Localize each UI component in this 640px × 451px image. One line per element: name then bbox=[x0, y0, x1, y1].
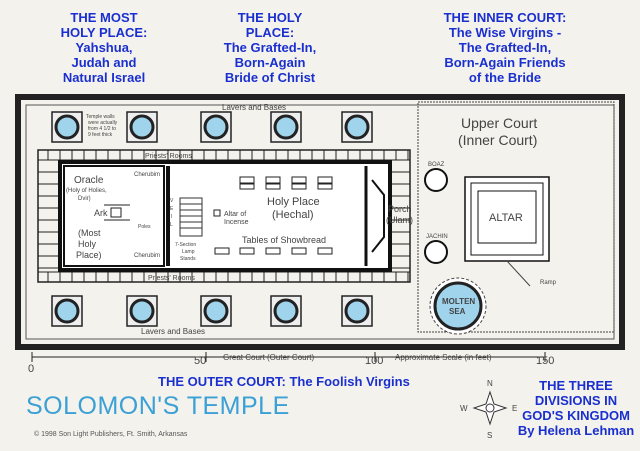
copyright-notice: © 1998 Son Light Publishers, Ft. Smith, … bbox=[34, 431, 188, 438]
inner-court-caption: THE INNER COURT: The Wise Virgins - The … bbox=[425, 10, 585, 85]
boaz-pillar bbox=[424, 168, 448, 192]
compass-rose-icon bbox=[472, 390, 508, 426]
holy-place-label: Holy Place bbox=[267, 196, 320, 208]
oracle-sub2: Dvir) bbox=[78, 196, 91, 202]
tables-label: Tables of Showbread bbox=[242, 235, 326, 245]
veil-e: E bbox=[170, 206, 174, 212]
ulam-label: (Ulam) bbox=[386, 215, 413, 225]
lampstands-label-2: Lamp bbox=[182, 249, 195, 255]
most-holy-caption-line: Judah and bbox=[71, 55, 137, 70]
lavers-top-label: Lavers and Bases bbox=[222, 103, 286, 112]
outer-court-wall bbox=[15, 94, 625, 350]
inner-caption-line: of the Bride bbox=[468, 70, 542, 85]
priests-rooms-outline bbox=[37, 149, 411, 283]
ark-box bbox=[110, 207, 122, 218]
holy-caption-line: Born-Again bbox=[234, 55, 306, 70]
most-holy-label-2: Holy bbox=[78, 239, 97, 249]
hechal-label: (Hechal) bbox=[272, 209, 314, 221]
molten-label-2: SEA bbox=[449, 307, 466, 316]
temple-walls-note-4: 9 feet thick bbox=[88, 132, 113, 138]
lampstands-label-1: 7-Section bbox=[175, 242, 196, 248]
holy-place-caption: THE HOLY PLACE: The Grafted-In, Born-Aga… bbox=[210, 10, 330, 85]
altar-of-incense-label-2: Incense bbox=[224, 219, 249, 226]
jachin-pillar bbox=[424, 240, 448, 264]
priests-rooms-top-label: Priests' Rooms bbox=[145, 153, 192, 160]
molten-label-1: MOLTEN bbox=[442, 297, 475, 306]
priests-rooms-bottom-label: Priests' Rooms bbox=[148, 275, 195, 282]
jachin-label: JACHIN bbox=[426, 234, 448, 240]
compass-e: E bbox=[512, 404, 517, 413]
lavers-top bbox=[51, 111, 373, 143]
inner-caption-line: The Wise Virgins - bbox=[448, 25, 562, 40]
ark-label: Ark bbox=[94, 208, 108, 218]
most-holy-caption-line: THE MOST bbox=[70, 10, 138, 25]
altar-of-incense-box bbox=[213, 209, 221, 217]
outer-court-caption: THE OUTER COURT: The Foolish Virgins bbox=[158, 374, 410, 389]
veil-i: I bbox=[171, 214, 172, 220]
oracle-label: Oracle bbox=[74, 175, 104, 186]
most-holy-caption-line: Natural Israel bbox=[62, 70, 146, 85]
three-divisions-line: By Helena Lehman bbox=[517, 423, 635, 438]
compass-s: S bbox=[487, 431, 492, 440]
cherubim-bottom-label: Cherubim bbox=[134, 253, 160, 259]
approx-scale-label: Approximate Scale (in feet) bbox=[395, 353, 492, 362]
page-title: SOLOMON'S TEMPLE bbox=[26, 392, 290, 420]
three-divisions-caption: THE THREE DIVISIONS IN GOD'S KINGDOM By … bbox=[512, 378, 640, 438]
temple-walls-note-2: were actually bbox=[88, 120, 118, 126]
scale-tick-150: 150 bbox=[536, 355, 554, 367]
three-divisions-line: DIVISIONS IN bbox=[534, 393, 618, 408]
oracle-sub1: (Holy of Holies, bbox=[66, 188, 107, 194]
stairs bbox=[179, 197, 203, 237]
most-holy-label-1: (Most bbox=[78, 228, 101, 238]
most-holy-caption: THE MOST HOLY PLACE: Yahshua, Judah and … bbox=[44, 10, 164, 85]
three-divisions-line: THE THREE bbox=[539, 378, 613, 393]
inner-caption-line: Born-Again Friends bbox=[444, 55, 566, 70]
holy-caption-line: Bride of Christ bbox=[224, 70, 316, 85]
lavers-bottom bbox=[51, 295, 373, 327]
boaz-label: BOAZ bbox=[428, 162, 445, 168]
scale-tick-50: 50 bbox=[194, 355, 206, 367]
most-holy-caption-line: Yahshua, bbox=[75, 40, 133, 55]
holy-caption-line: The Grafted-In, bbox=[223, 40, 317, 55]
upper-court-label: Upper Court bbox=[461, 115, 537, 131]
most-holy-label-3: Place) bbox=[76, 250, 102, 260]
scale-bar bbox=[31, 352, 546, 362]
altar-of-incense-label-1: Altar of bbox=[224, 211, 246, 218]
tables-of-showbread bbox=[214, 176, 333, 255]
molten-sea bbox=[429, 277, 487, 335]
holy-caption-line: THE HOLY bbox=[237, 10, 303, 25]
cherubim-top-label: Cherubim bbox=[134, 172, 160, 178]
lampstands-label-3: Stands bbox=[180, 256, 196, 262]
inner-caption-line: THE INNER COURT: bbox=[443, 10, 567, 25]
temple-walls-note-1: Temple walls bbox=[86, 114, 115, 120]
compass-n: N bbox=[487, 379, 493, 388]
great-court-label: Great Court (Outer Court) bbox=[223, 353, 314, 362]
poles-label: Poles bbox=[138, 224, 151, 230]
inner-court-label: (Inner Court) bbox=[458, 132, 537, 148]
three-divisions-line: GOD'S KINGDOM bbox=[522, 408, 630, 423]
porch-label: Porch bbox=[388, 204, 412, 214]
veil-l: L bbox=[170, 222, 173, 228]
compass-w: W bbox=[460, 404, 468, 413]
lavers-bottom-label: Lavers and Bases bbox=[141, 327, 205, 336]
scale-tick-100: 100 bbox=[365, 355, 383, 367]
ramp-label: Ramp bbox=[540, 280, 557, 286]
veil-v: V bbox=[170, 198, 174, 204]
most-holy-caption-line: HOLY PLACE: bbox=[60, 25, 148, 40]
holy-caption-line: PLACE: bbox=[245, 25, 295, 40]
temple-walls-note-3: from 4 1/2 to bbox=[88, 126, 116, 132]
inner-caption-line: The Grafted-In, bbox=[458, 40, 552, 55]
scale-tick-0: 0 bbox=[28, 363, 34, 375]
altar-label: ALTAR bbox=[489, 212, 523, 224]
